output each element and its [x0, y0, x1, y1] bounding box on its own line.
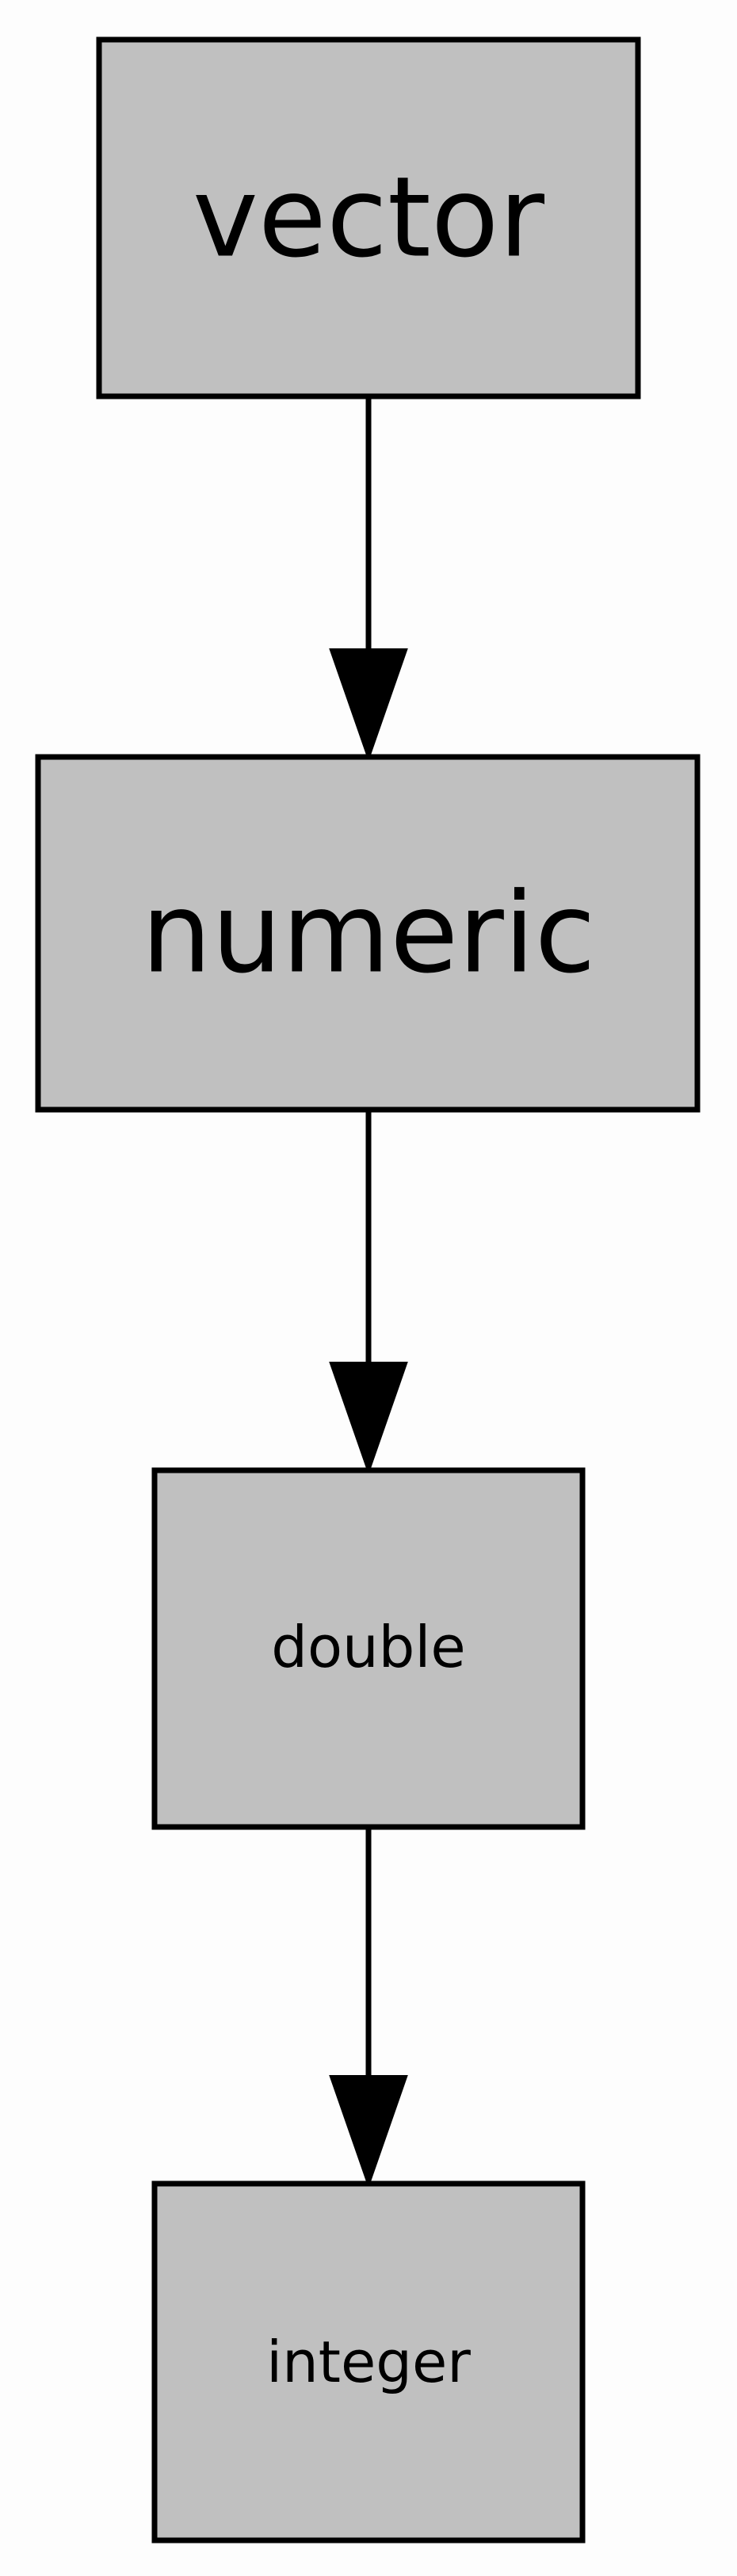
arrowhead	[329, 648, 408, 762]
node-integer-label: integer	[266, 2329, 471, 2395]
node-vector-label: vector	[193, 154, 545, 283]
node-double: double	[151, 1467, 586, 1830]
arrowhead	[329, 1362, 408, 1476]
node-numeric-label: numeric	[141, 869, 595, 999]
node-double-label: double	[271, 1614, 465, 1680]
edge-vector-numeric	[329, 396, 408, 762]
node-numeric: numeric	[35, 754, 701, 1113]
edge-double-integer	[329, 1827, 408, 2189]
node-vector: vector	[96, 36, 641, 399]
arrowhead	[329, 2075, 408, 2189]
edge-numeric-double	[329, 1110, 408, 1476]
node-integer: integer	[151, 2180, 586, 2544]
